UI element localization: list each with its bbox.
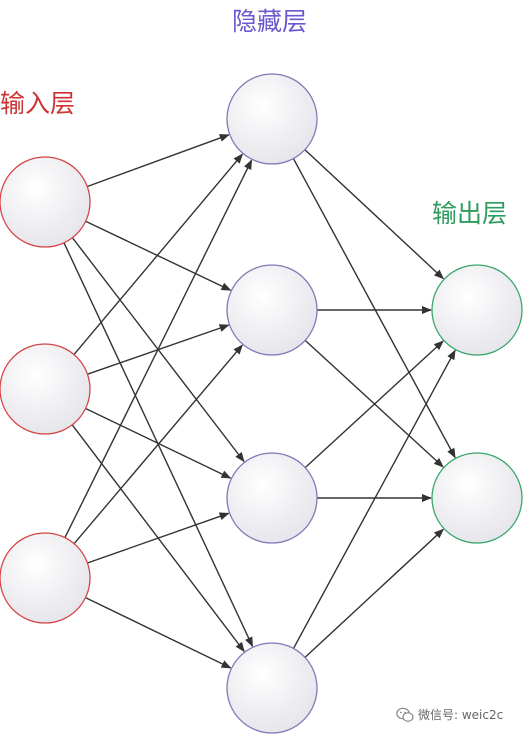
input-node-3 [0, 532, 91, 624]
input-node-2 [0, 343, 91, 435]
hidden-node-2 [226, 264, 318, 356]
hidden-node-1 [226, 73, 318, 165]
edge-input-2-to-hidden-1 [73, 153, 244, 356]
input-layer-label: 输入层 [0, 89, 75, 118]
hidden-layer-label: 隐藏层 [232, 7, 307, 36]
edge-input-3-to-hidden-1 [64, 159, 253, 539]
edge-hidden-1-to-output-1 [304, 149, 445, 280]
hidden-node-3 [226, 452, 318, 544]
wechat-icon [396, 707, 414, 722]
input-node-1 [0, 156, 91, 248]
edge-hidden-4-to-output-2 [304, 528, 445, 658]
edge-input-1-to-hidden-1 [87, 134, 230, 188]
watermark-text: 微信号: weic2c [418, 708, 504, 722]
edge-input-2-to-hidden-3 [85, 407, 232, 479]
output-node-2 [431, 452, 523, 544]
network-nodes [0, 73, 523, 734]
edge-hidden-3-to-output-1 [304, 340, 444, 469]
edge-input-3-to-hidden-3 [87, 512, 230, 564]
connection-edges [63, 134, 456, 669]
output-layer-label: 输出层 [432, 199, 507, 228]
edge-hidden-4-to-output-1 [292, 349, 456, 649]
edge-input-3-to-hidden-2 [73, 344, 243, 545]
output-node-1 [431, 264, 523, 356]
hidden-node-4 [226, 642, 318, 734]
edge-input-3-to-hidden-4 [85, 596, 232, 669]
watermark: 微信号: weic2c [396, 706, 503, 723]
edge-input-1-to-hidden-2 [85, 220, 232, 291]
edge-hidden-1-to-output-2 [292, 158, 456, 459]
